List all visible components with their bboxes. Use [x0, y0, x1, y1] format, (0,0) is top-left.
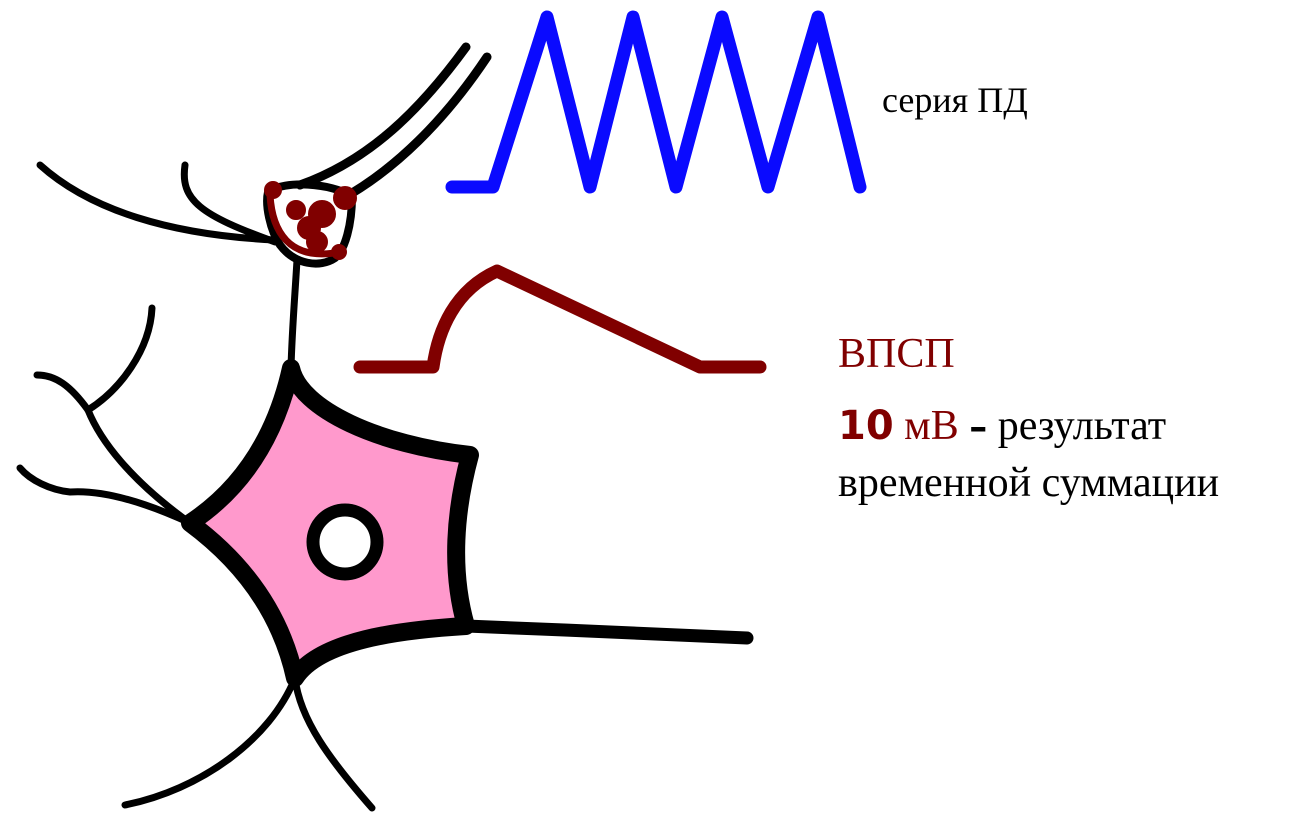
result-text: результат: [998, 403, 1166, 449]
epsp-value: 10: [838, 403, 894, 449]
ap-series-label: серия ПД: [882, 82, 1028, 118]
epsp-trace: [360, 271, 760, 367]
nucleus: [313, 510, 377, 574]
epsp-unit: мВ: [904, 403, 959, 449]
axon: [466, 626, 747, 638]
main-dendrite: [291, 260, 297, 368]
ap-series-trace: [452, 17, 860, 187]
epsp-title: ВПСП: [838, 333, 955, 375]
dash-separator: –: [969, 407, 987, 448]
epsp-amplitude-line: 10 мВ – результат: [838, 405, 1166, 447]
presynaptic-axon: [300, 47, 487, 200]
left-dendrites: [20, 308, 190, 523]
summation-text: временной суммации: [838, 462, 1219, 504]
lower-dendrites: [125, 678, 372, 808]
upper-dendrites: [40, 165, 275, 242]
